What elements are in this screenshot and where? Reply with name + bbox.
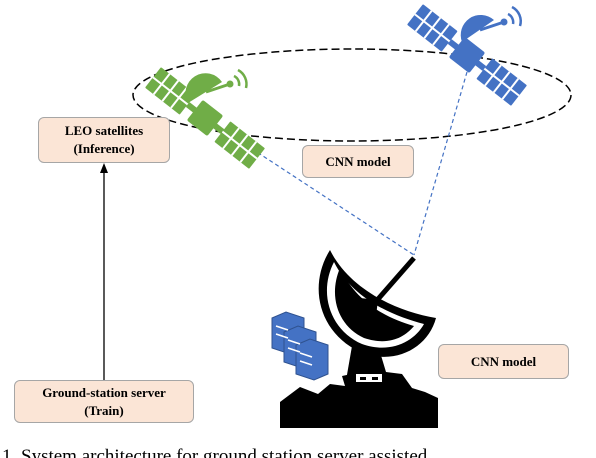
- upload-arrow-head: [100, 163, 108, 173]
- cnn-orbit-label: CNN model: [325, 153, 391, 169]
- ground-box-title: Ground-station server: [42, 384, 166, 400]
- link-remote-to-ground: [413, 71, 468, 256]
- ground-station-server-box: Ground-station server (Train): [14, 380, 194, 423]
- leo-box-subtitle: (Inference): [73, 141, 135, 156]
- ground-box-subtitle: (Train): [84, 402, 124, 418]
- caption-text: 1. System architecture for ground statio…: [2, 446, 428, 458]
- cnn-model-station-box: CNN model: [438, 344, 569, 379]
- cnn-model-orbit-box: CNN model: [302, 145, 414, 178]
- leo-satellite-icon: [145, 67, 265, 169]
- server-rack-icon: [271, 311, 329, 381]
- leo-box-title: LEO satellites: [64, 123, 144, 138]
- leo-satellites-box: LEO satellites (Inference): [38, 117, 170, 163]
- remote-satellite-icon: [407, 4, 527, 106]
- ground-antenna-icon: [280, 250, 438, 428]
- cnn-station-label: CNN model: [470, 353, 537, 369]
- orbit-ellipse: [132, 48, 572, 142]
